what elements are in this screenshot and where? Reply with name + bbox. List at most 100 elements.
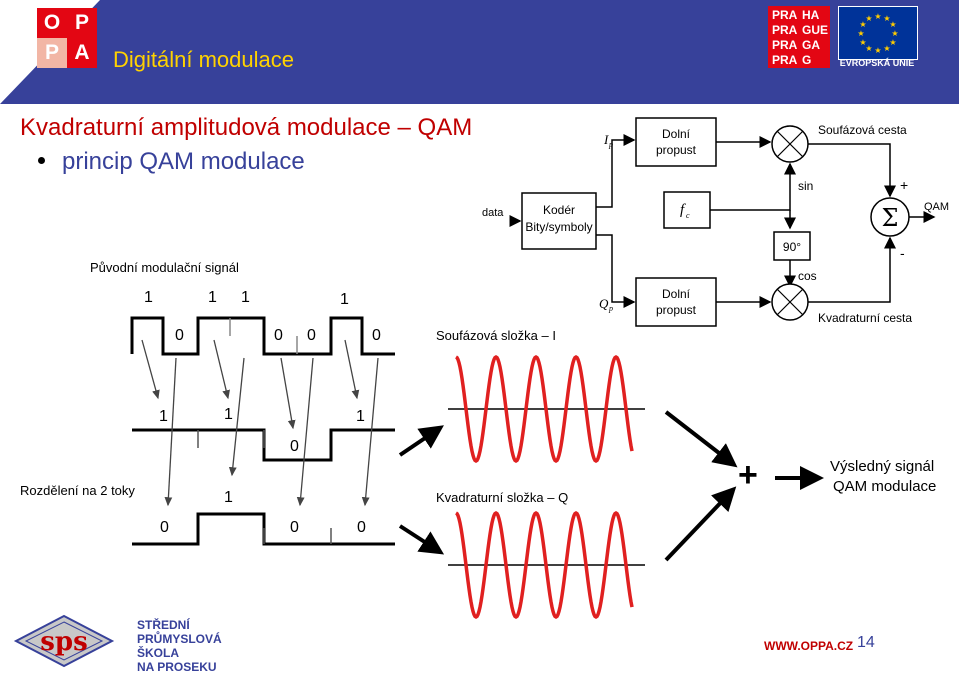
bit-label: 0 xyxy=(357,519,366,536)
arrow-inphase-to-sum xyxy=(664,410,738,468)
lowpass-top-line2: propust xyxy=(656,143,697,157)
oscillator-box xyxy=(663,191,711,229)
coder-box xyxy=(521,192,597,250)
inphase-path-label: Soufázová cesta xyxy=(818,123,907,137)
school-name-line: ŠKOLA xyxy=(137,646,179,660)
svg-text:★: ★ xyxy=(857,29,864,38)
combine-plus: + xyxy=(738,456,758,494)
svg-text:★: ★ xyxy=(859,38,866,47)
arrow-quad-to-sum xyxy=(664,486,737,562)
bit-label: 0 xyxy=(372,327,381,344)
i-label: I xyxy=(603,132,609,147)
original-signal-waveform xyxy=(130,316,395,356)
arrow-to-inphase xyxy=(398,425,444,457)
oppa-letter-a: A xyxy=(67,38,97,68)
svg-text:★: ★ xyxy=(865,44,872,53)
i-sub: p xyxy=(608,140,613,149)
quad-carrier-wave xyxy=(455,510,634,620)
bit-label: 1 xyxy=(159,408,168,425)
bit-label: 1 xyxy=(224,489,233,506)
sum-minus: - xyxy=(900,245,905,261)
phase-shifter-box xyxy=(773,231,811,261)
bit-label: 1 xyxy=(241,289,250,306)
result-label-line1: Výsledný signál xyxy=(830,458,935,475)
bit-label: 0 xyxy=(290,438,299,455)
coder-to-lowpass-top xyxy=(596,134,636,208)
lowpass-bottom-line2: propust xyxy=(656,303,697,317)
page-number: 14 xyxy=(857,634,875,651)
coder-label-line1: Kodér xyxy=(543,203,575,217)
lowpass-bottom-line1: Dolní xyxy=(662,287,691,301)
lowpass-top-line1: Dolní xyxy=(662,127,691,141)
footer-url-link[interactable]: WWW.OPPA.CZ xyxy=(764,639,854,653)
svg-text:★: ★ xyxy=(889,20,896,29)
q-sub: p xyxy=(608,304,613,313)
bullet-dot xyxy=(38,157,45,164)
original-signal-label: Původní modulační signál xyxy=(90,260,239,275)
sin-label: sin xyxy=(798,179,813,193)
school-name-line: PRŮMYSLOVÁ xyxy=(137,632,222,646)
oppa-letter-p2: P xyxy=(37,38,67,68)
oppa-letter-p1: P xyxy=(67,8,97,38)
oppa-letter-o: O xyxy=(37,8,67,38)
svg-text:★: ★ xyxy=(874,46,881,55)
osc-label: f xyxy=(680,202,686,218)
eu-label: EVROPSKÁ UNIE xyxy=(839,58,915,68)
arrow-to-quad xyxy=(398,524,445,555)
school-name-line: NA PROSEKU xyxy=(137,660,217,674)
phase-label: 90° xyxy=(783,240,801,254)
quad-path-label: Kvadraturní cesta xyxy=(818,311,912,325)
data-label: data xyxy=(482,207,504,219)
result-label-line2: QAM modulace xyxy=(833,478,937,495)
bit-label: 1 xyxy=(144,289,153,306)
bit-label: 0 xyxy=(307,327,316,344)
cos-label: cos xyxy=(798,269,817,283)
inphase-component-label: Soufázová složka – I xyxy=(436,328,556,343)
sps-logo-icon: sps xyxy=(13,614,115,668)
svg-text:★: ★ xyxy=(883,44,890,53)
sum-plus: + xyxy=(900,177,908,193)
bit-label: 1 xyxy=(356,408,365,425)
school-name-line: STŘEDNÍ xyxy=(137,618,190,632)
eu-flag: ★★★ ★★★ ★★★ ★★★ xyxy=(838,6,918,60)
svg-text:★: ★ xyxy=(891,29,898,38)
lowpass-top-box xyxy=(635,117,717,167)
oppa-logo: O P P A xyxy=(37,8,97,68)
svg-text:sps: sps xyxy=(40,627,87,657)
svg-text:★: ★ xyxy=(865,14,872,23)
svg-text:★: ★ xyxy=(859,20,866,29)
bit-label: 1 xyxy=(208,289,217,306)
qam-output-label: QAM xyxy=(924,201,949,213)
mapping-arrows xyxy=(141,339,379,507)
bullet-text: princip QAM modulace xyxy=(62,148,305,175)
qam-block-diagram: data Kodér Bity/symboly Dolní propust Do… xyxy=(482,117,949,327)
quad-component-label: Kvadraturní složka – Q xyxy=(436,490,569,505)
lower-split-waveform xyxy=(132,512,395,546)
bit-label: 1 xyxy=(340,291,349,308)
sum-symbol: Σ xyxy=(882,204,899,232)
coder-to-lowpass-bottom xyxy=(596,234,636,308)
bottom-mixer-to-sum xyxy=(808,236,896,303)
header-title: Digitální modulace xyxy=(113,47,294,72)
bit-label: 0 xyxy=(274,327,283,344)
original-bit-dividers xyxy=(229,318,298,354)
inphase-carrier-wave xyxy=(455,354,634,464)
bit-label: 1 xyxy=(224,406,233,423)
bit-label: 0 xyxy=(290,519,299,536)
top-mixer-to-sum xyxy=(808,143,896,198)
bit-label: 0 xyxy=(175,327,184,344)
osc-sub: c xyxy=(686,211,690,220)
svg-text:★: ★ xyxy=(874,12,881,21)
upper-split-dividers xyxy=(197,430,265,448)
svg-text:★: ★ xyxy=(889,38,896,47)
split-label: Rozdělení na 2 toky xyxy=(20,483,135,498)
coder-label-line2: Bity/symboly xyxy=(525,220,592,234)
slide-title: Kvadraturní amplitudová modulace – QAM xyxy=(20,114,473,141)
eu-stars-icon: ★★★ ★★★ ★★★ ★★★ xyxy=(857,12,898,55)
svg-text:★: ★ xyxy=(883,14,890,23)
